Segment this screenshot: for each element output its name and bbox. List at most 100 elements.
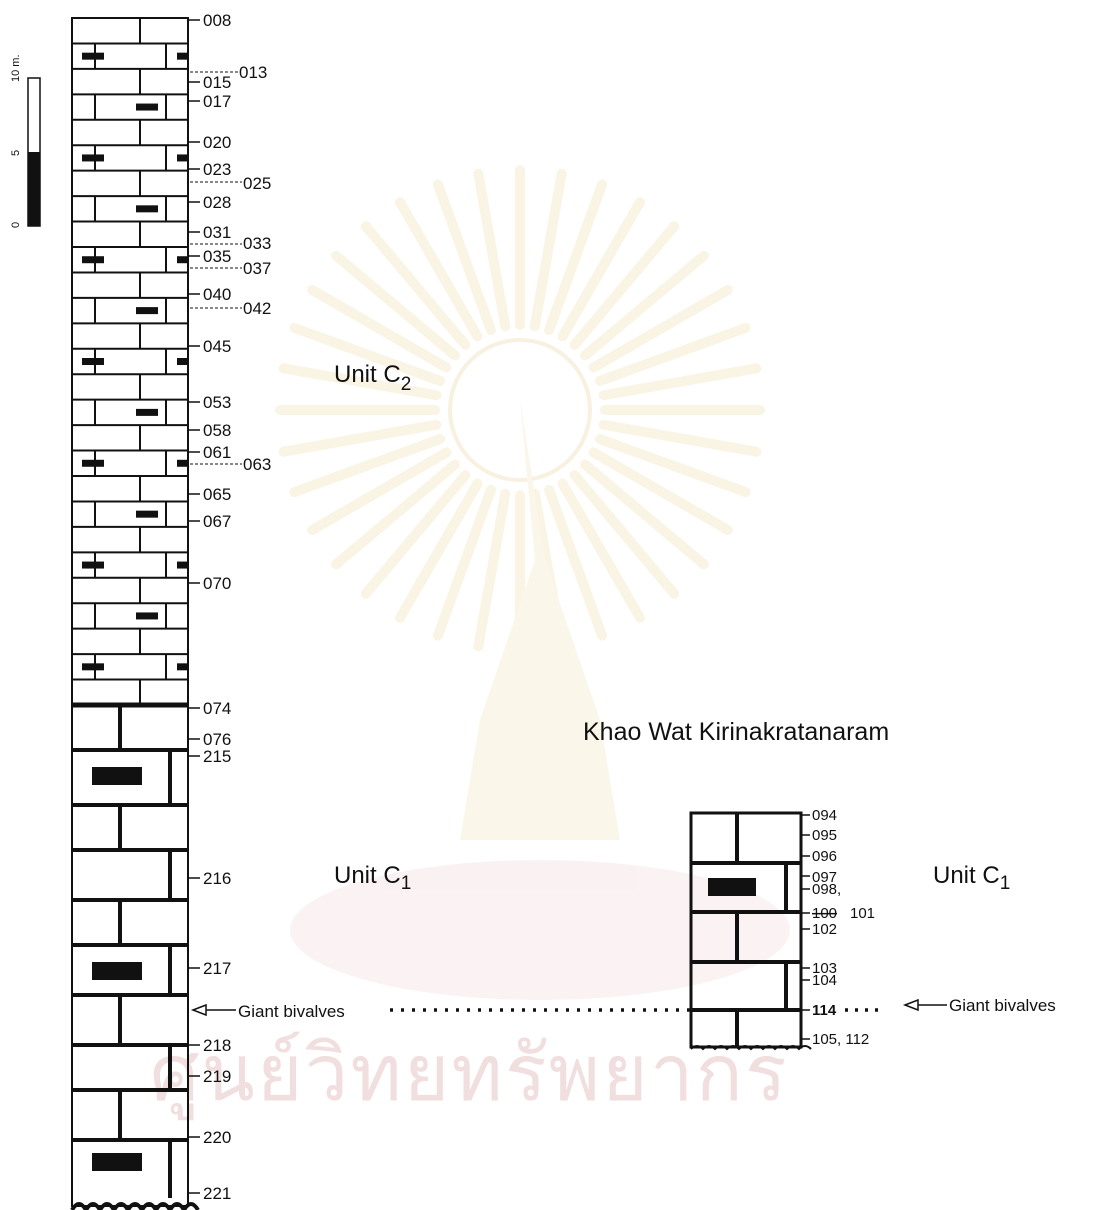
sample-label: 102 <box>812 921 837 938</box>
watermark-ray <box>395 197 483 342</box>
column-base-wavy <box>70 1202 200 1210</box>
scale-label-0: 0 <box>10 222 22 228</box>
chert-nodule <box>82 358 104 365</box>
sample-label: 101 <box>850 905 875 922</box>
watermark-ray <box>331 459 460 570</box>
bivalve-arrow-right: Giant bivalves <box>902 996 1056 1015</box>
sample-label: 103 <box>812 960 837 977</box>
sample-label: 037 <box>243 259 271 278</box>
watermark-ray <box>569 221 680 350</box>
chert-nodule <box>136 103 158 111</box>
sample-label: 035 <box>203 247 231 266</box>
sample-label: 053 <box>203 393 231 412</box>
chert-nodule <box>177 459 187 467</box>
watermark-emblem <box>275 165 790 1000</box>
sample-label: 219 <box>203 1067 231 1086</box>
watermark-ray <box>594 322 751 386</box>
upper-limestone-bricks <box>72 18 188 705</box>
sample-label: 098, <box>812 881 841 898</box>
chert-nodule <box>92 767 142 785</box>
scale-bar: 0 5 10 m. <box>10 54 41 228</box>
watermark-ray <box>307 447 452 535</box>
left-sample-ticks <box>188 19 200 1194</box>
chert-nodule <box>177 663 187 671</box>
watermark-ray <box>278 419 442 457</box>
watermark-ray <box>580 250 709 361</box>
chert-nodule <box>82 256 104 264</box>
chert-nodule <box>136 408 158 416</box>
watermark-ray <box>588 285 733 373</box>
scale-label-5: 5 <box>10 150 22 156</box>
scale-label-10: 10 m. <box>10 54 22 82</box>
sample-label: 031 <box>203 223 231 242</box>
watermark-ray <box>588 447 733 535</box>
watermark-ray <box>598 363 762 401</box>
chert-nodule <box>82 154 104 162</box>
watermark-ray <box>432 179 496 336</box>
watermark-ray <box>598 419 762 457</box>
sample-label: 221 <box>203 1184 231 1203</box>
chert-nodule <box>136 612 158 620</box>
sample-label: 013 <box>239 63 267 82</box>
sample-label: 215 <box>203 747 231 766</box>
watermark-ray <box>360 470 471 599</box>
sample-label: 096 <box>812 848 837 865</box>
watermark-ray <box>432 484 496 641</box>
chert-nodule <box>136 510 158 518</box>
watermark-ray <box>580 459 709 570</box>
sample-label: 015 <box>203 73 231 92</box>
bivalve-correlation: Giant bivalves <box>190 1002 690 1021</box>
lower-limestone-bricks <box>72 705 188 1198</box>
chert-nodule <box>177 256 187 264</box>
sample-label: 076 <box>203 730 231 749</box>
sample-label: 023 <box>203 160 231 179</box>
watermark-ray <box>289 322 446 386</box>
sample-label: 017 <box>203 92 231 111</box>
sample-label: 040 <box>203 285 231 304</box>
chert-nodule <box>136 307 158 315</box>
watermark-ray <box>594 434 751 498</box>
sample-label: 094 <box>812 807 837 824</box>
unit-c2-label: Unit C2 <box>334 361 411 395</box>
giant-bivalves-label-left: Giant bivalves <box>238 1002 345 1021</box>
chert-nodule <box>82 663 104 671</box>
sample-label: 058 <box>203 421 231 440</box>
chert-nodule <box>82 52 104 60</box>
sample-label: 105, 112 <box>812 1031 869 1048</box>
chert-nodule <box>92 1153 142 1171</box>
watermark-ray <box>529 168 567 332</box>
chert-nodule <box>177 561 187 569</box>
watermark-ray <box>395 478 483 623</box>
watermark-ray <box>278 363 442 401</box>
watermark-text: ศูนย์วิทยทรัพยากร <box>150 1029 789 1120</box>
label-connectors <box>190 71 242 465</box>
sample-label: 025 <box>243 174 271 193</box>
right-column <box>689 811 812 1051</box>
sample-label: 045 <box>203 337 231 356</box>
watermark-ray <box>473 488 511 652</box>
unit-c1-label-left: Unit C1 <box>334 862 411 894</box>
sample-label: 028 <box>203 193 231 212</box>
chert-nodule <box>177 52 187 60</box>
sample-label: 095 <box>812 827 837 844</box>
sample-label: 216 <box>203 869 231 888</box>
watermark-ray <box>557 197 645 342</box>
sample-label: 070 <box>203 574 231 593</box>
watermark-ray <box>307 285 452 373</box>
wavy-contact <box>690 1045 812 1051</box>
chert-nodule <box>708 878 756 896</box>
unit-c1-label-right: Unit C1 <box>933 862 1010 894</box>
sample-label: 061 <box>203 443 231 462</box>
section-title: Khao Wat Kirinakratanaram <box>583 718 889 746</box>
watermark-ray <box>557 478 645 623</box>
sample-label: 100 <box>812 905 837 922</box>
sample-label: 020 <box>203 133 231 152</box>
sample-label: 074 <box>203 699 231 718</box>
sample-label: 114 <box>812 1002 837 1019</box>
wavy-contact <box>70 1202 200 1210</box>
sample-label: 042 <box>243 299 271 318</box>
sample-label: 104 <box>812 972 837 989</box>
left-column <box>70 17 200 1210</box>
watermark-ray <box>360 221 471 350</box>
